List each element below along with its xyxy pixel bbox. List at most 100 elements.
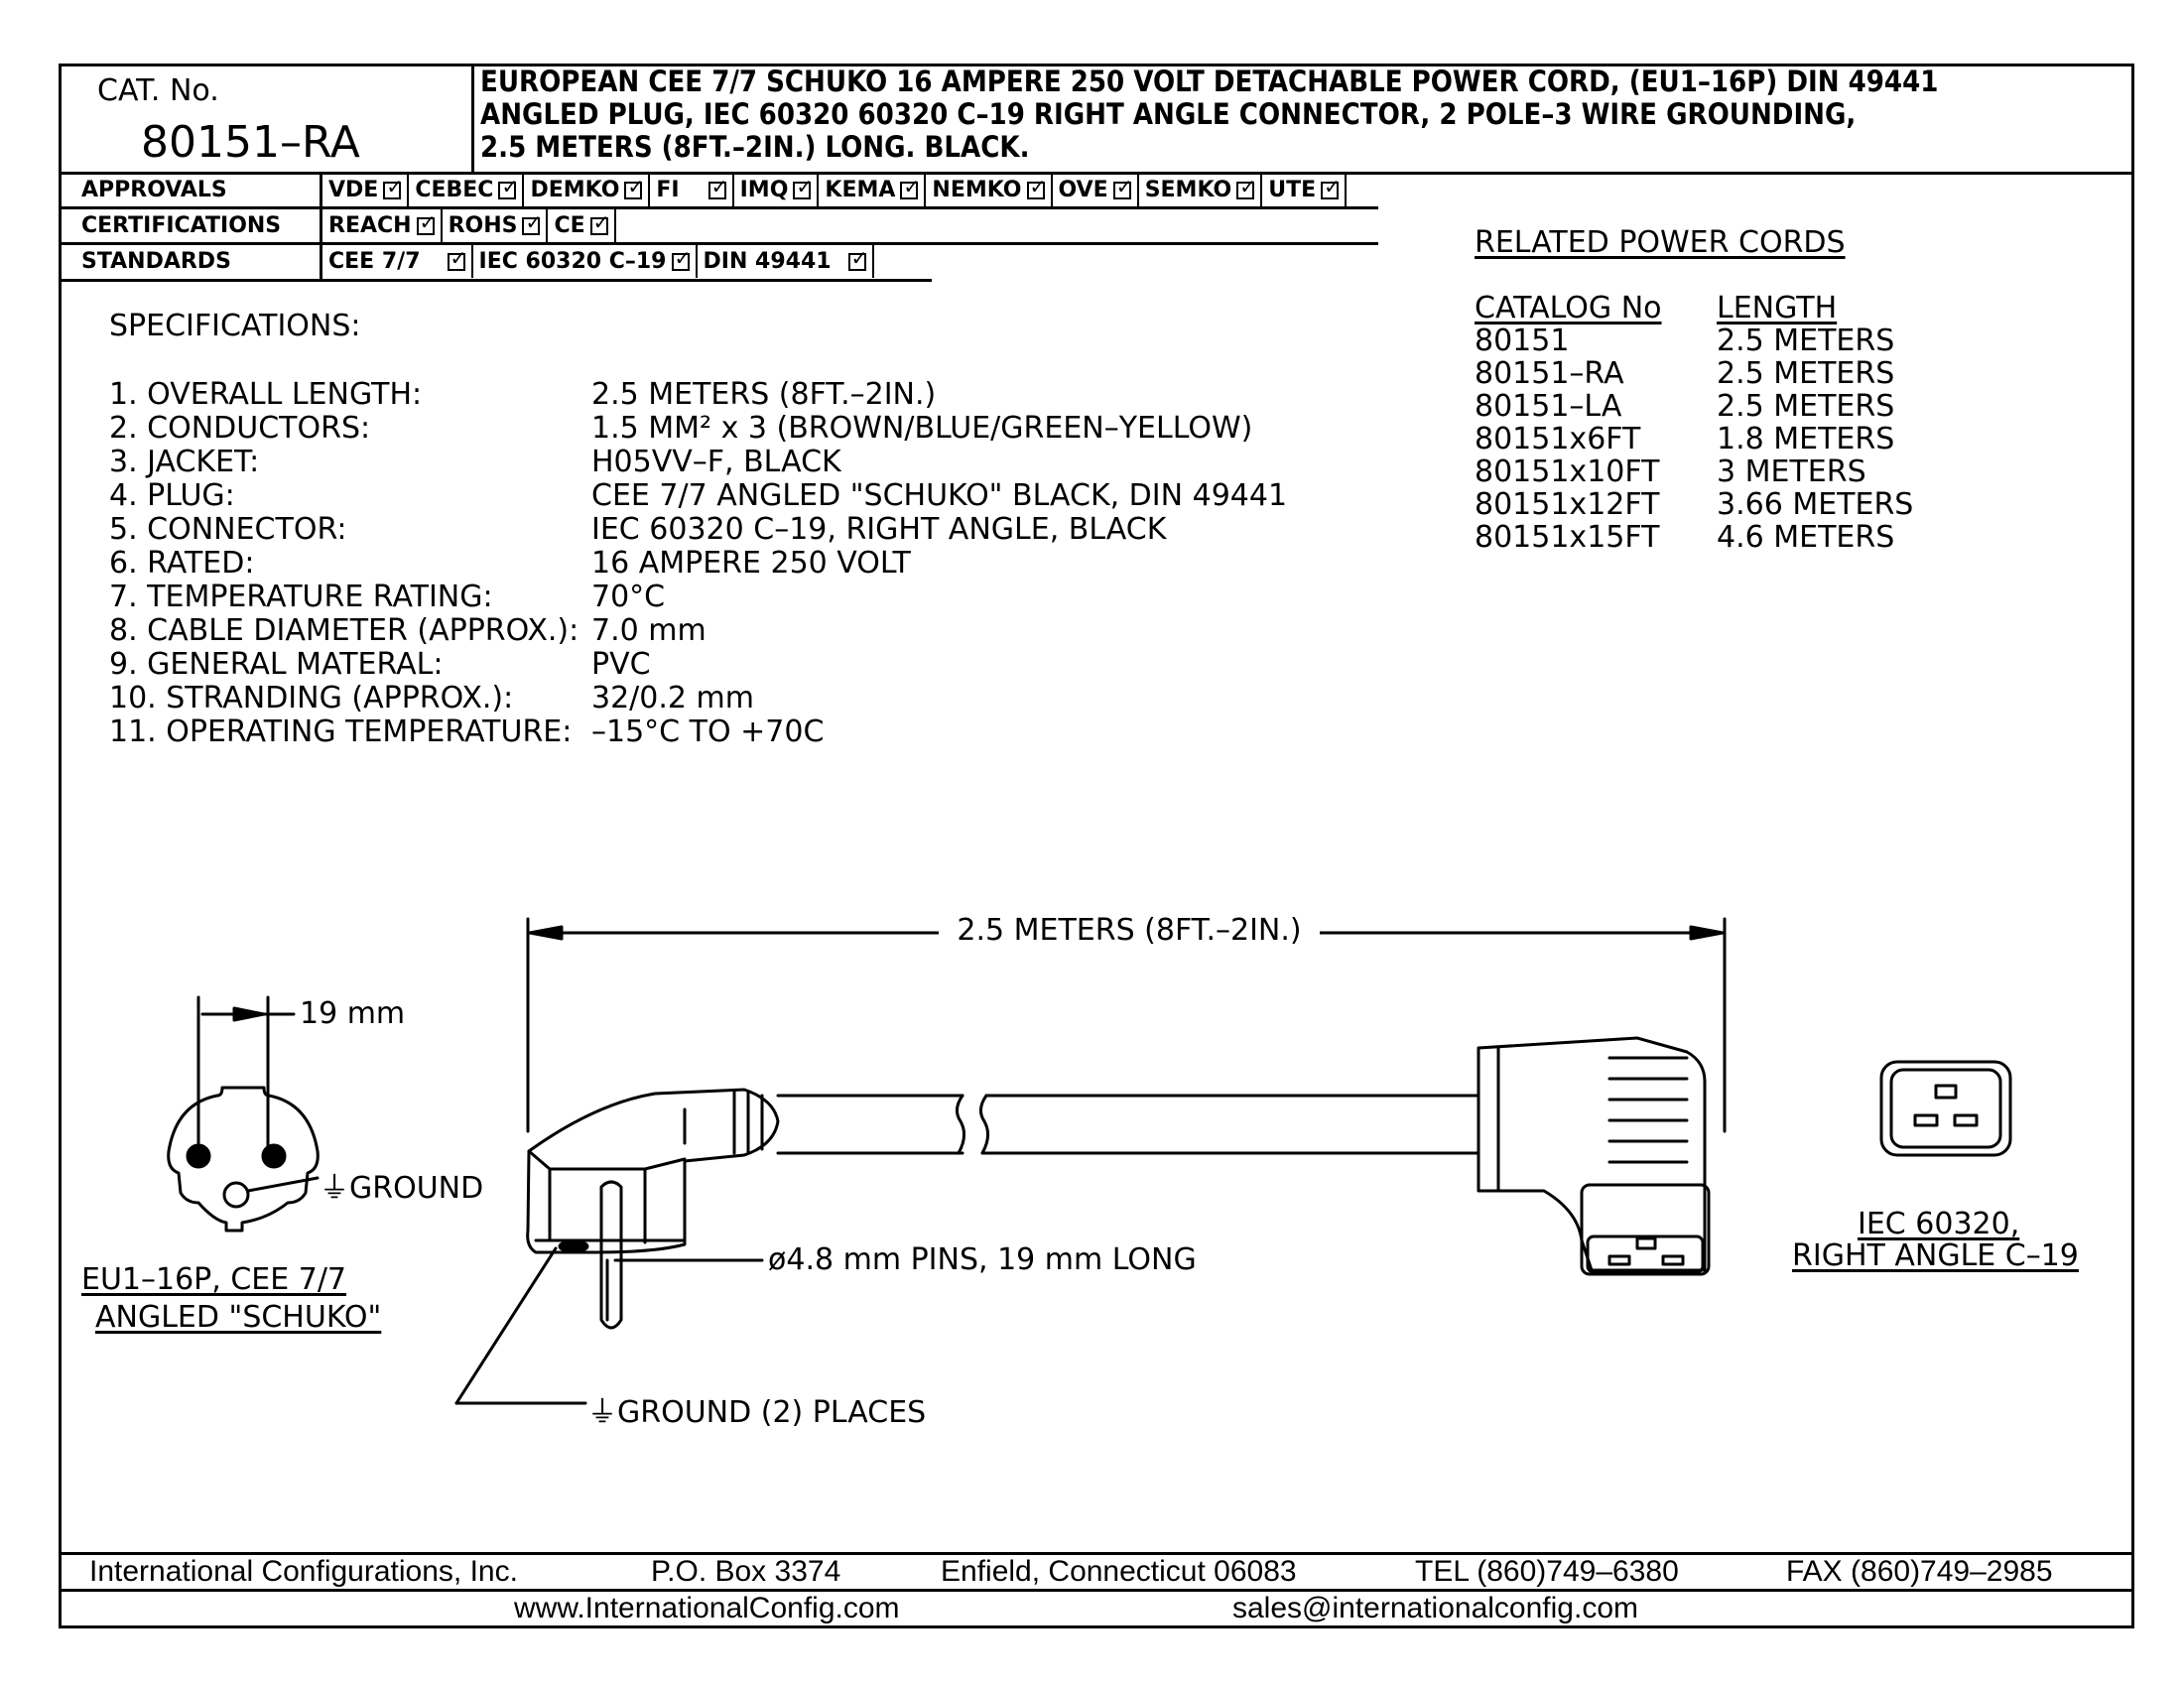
c19-connector — [1477, 1036, 1711, 1276]
checkbox-icon — [847, 248, 867, 271]
checkbox-icon — [383, 177, 403, 199]
spec-row: 11. OPERATING TEMPERATURE:–15°C TO +70C — [109, 714, 825, 749]
checkbox-icon — [1236, 177, 1256, 199]
approval-cebec: CEBEC — [409, 174, 525, 206]
footer-website[interactable]: www.InternationalConfig.com — [514, 1592, 900, 1624]
related-col-length: LENGTH — [1717, 291, 1838, 325]
plug-face — [167, 995, 320, 1233]
ground-icon: ⏚ — [587, 1395, 617, 1430]
footer-tel: TEL (860)749–6380 — [1415, 1555, 1679, 1588]
certifications-rule — [59, 242, 1378, 245]
pin-spacing-label: 19 mm — [300, 996, 406, 1031]
footer-city: Enfield, Connecticut 06083 — [941, 1555, 1297, 1588]
description-line-1: EUROPEAN CEE 7/7 SCHUKO 16 AMPERE 250 VO… — [480, 65, 1939, 98]
plug-caption-line-1: EU1–16P, CEE 7/7 — [81, 1262, 347, 1297]
approval-imq: IMQ — [734, 174, 820, 206]
related-col-catalog: CATALOG No — [1475, 291, 1662, 325]
checkbox-icon — [522, 212, 542, 235]
cert-reach: REACH — [322, 209, 443, 242]
pins-label: ø4.8 mm PINS, 19 mm LONG — [768, 1242, 1197, 1277]
certifications-label: CERTIFICATIONS — [81, 213, 282, 238]
standards-label: STANDARDS — [81, 249, 231, 274]
ground-places-label: ⏚GROUND (2) PLACES — [587, 1395, 927, 1430]
std-iec60320: IEC 60320 C–19 — [473, 245, 698, 278]
std-din49441: DIN 49441 — [698, 245, 874, 278]
approval-kema: KEMA — [819, 174, 927, 206]
spec-row: 9. GENERAL MATERAL:PVC — [109, 647, 651, 682]
product-description: EUROPEAN CEE 7/7 SCHUKO 16 AMPERE 250 VO… — [480, 65, 1938, 164]
standards-rule — [59, 279, 932, 282]
plug-caption-line-2: ANGLED "SCHUKO" — [95, 1300, 382, 1335]
approvals-label: APPROVALS — [81, 178, 227, 202]
cat-label: CAT. No. — [97, 73, 219, 108]
checkbox-icon — [416, 212, 436, 235]
description-line-2: ANGLED PLUG, IEC 60320 60320 C–19 RIGHT … — [480, 97, 1857, 131]
approvals-list: VDE CEBEC DEMKO FI IMQ KEMA NEMKO OVE SE… — [322, 174, 1348, 206]
spec-row: 10. STRANDING (APPROX.):32/0.2 mm — [109, 681, 754, 715]
approval-nemko: NEMKO — [926, 174, 1053, 206]
cable — [776, 1094, 1480, 1155]
spec-row: 5. CONNECTOR:IEC 60320 C–19, RIGHT ANGLE… — [109, 512, 1167, 547]
checkbox-icon — [1026, 177, 1046, 199]
checkbox-icon — [624, 177, 644, 199]
spec-row: 1. OVERALL LENGTH:2.5 METERS (8FT.–2IN.) — [109, 377, 937, 412]
approval-demko: DEMKO — [524, 174, 651, 206]
certifications-list: REACH ROHS CE — [322, 209, 616, 242]
approval-ute: UTE — [1262, 174, 1348, 206]
approval-ove: OVE — [1053, 174, 1139, 206]
spec-row: 7. TEMPERATURE RATING:70°C — [109, 580, 666, 614]
checkbox-icon — [1112, 177, 1132, 199]
length-dimension — [526, 917, 1727, 1133]
ground-label: ⏚GROUND — [320, 1171, 484, 1206]
std-cee77: CEE 7/7 — [322, 245, 473, 278]
approvals-rule — [59, 206, 1378, 209]
checkbox-icon — [900, 177, 920, 199]
footer-top-rule — [59, 1552, 2134, 1555]
cert-rohs: ROHS — [443, 209, 549, 242]
spec-row: 8. CABLE DIAMETER (APPROX.):7.0 mm — [109, 613, 707, 648]
approval-vde: VDE — [322, 174, 410, 206]
description-line-3: 2.5 METERS (8FT.–2IN.) LONG. BLACK. — [480, 130, 1030, 164]
approval-fi: FI — [650, 174, 734, 206]
spec-row: 2. CONDUCTORS:1.5 MM² x 3 (BROWN/BLUE/GR… — [109, 411, 1253, 446]
drawing-sheet — [59, 64, 2134, 1628]
checkbox-icon — [671, 248, 691, 271]
spec-row: 6. RATED:16 AMPERE 250 VOLT — [109, 546, 911, 581]
cert-ce: CE — [548, 209, 616, 242]
footer-company: International Configurations, Inc. — [89, 1555, 518, 1588]
specifications-title: SPECIFICATIONS: — [109, 309, 361, 343]
checkbox-icon — [589, 212, 609, 235]
connector-caption-line-1: IEC 60320, — [1858, 1207, 2020, 1241]
specifications-list: 1. OVERALL LENGTH:2.5 METERS (8FT.–2IN.)… — [109, 378, 1287, 749]
related-title: RELATED POWER CORDS — [1475, 225, 1846, 260]
schuko-plug — [526, 1088, 780, 1330]
leader-lines — [454, 1246, 764, 1405]
spec-row: 4. PLUG:CEE 7/7 ANGLED "SCHUKO" BLACK, D… — [109, 478, 1288, 513]
approval-semko: SEMKO — [1139, 174, 1263, 206]
header-divider — [471, 64, 474, 175]
header-bottom-rule — [59, 172, 2134, 175]
related-header-row: CATALOG No LENGTH — [1475, 292, 1913, 325]
checkbox-icon — [1321, 177, 1341, 199]
label-column-divider — [320, 172, 322, 279]
connector-caption-line-2: RIGHT ANGLE C–19 — [1792, 1238, 2079, 1273]
length-dimension-label: 2.5 METERS (8FT.–2IN.) — [939, 913, 1320, 948]
c19-face — [1879, 1060, 2012, 1157]
spec-row: 3. JACKET:H05VV–F, BLACK — [109, 445, 841, 479]
checkbox-icon — [498, 177, 518, 199]
checkbox-icon — [447, 248, 466, 271]
cat-number: 80151–RA — [141, 117, 360, 168]
footer-mid-rule — [59, 1589, 2134, 1592]
standards-list: CEE 7/7 IEC 60320 C–19 DIN 49441 — [322, 245, 874, 278]
footer-email[interactable]: sales@internationalconfig.com — [1232, 1592, 1638, 1624]
checkbox-icon — [707, 177, 727, 199]
